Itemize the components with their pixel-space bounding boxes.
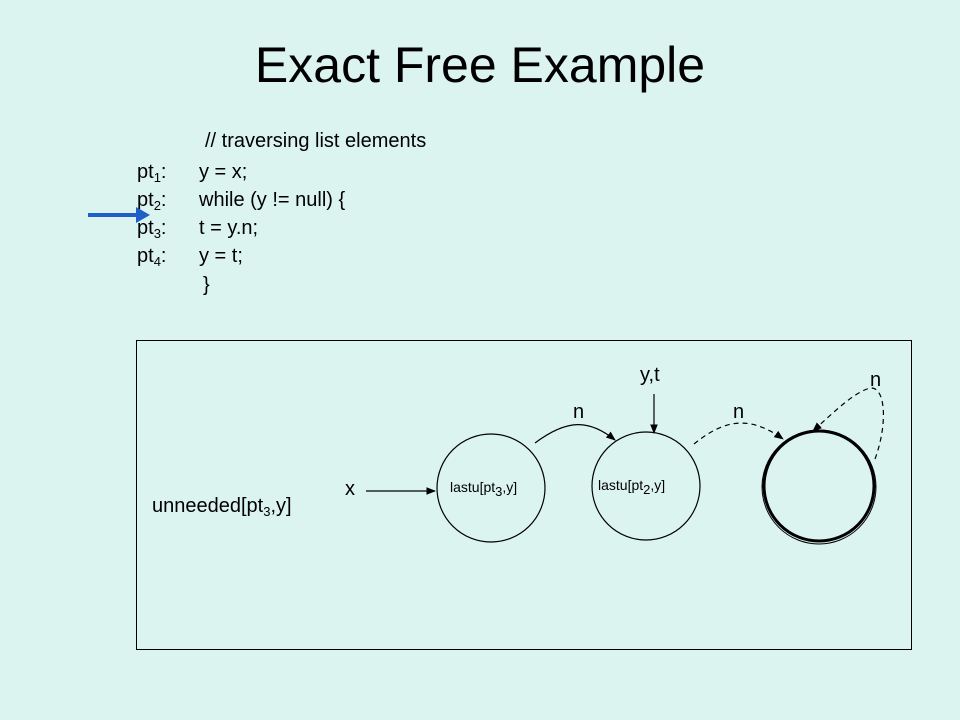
code-line-2: while (y != null) { xyxy=(199,189,346,211)
program-counter-arrow-icon xyxy=(88,207,150,223)
line-label-pt1: pt1: xyxy=(137,161,167,185)
line-label-pt2: pt2: xyxy=(137,189,167,213)
node-lastu-pt3 xyxy=(436,433,546,543)
slide-title: Exact Free Example xyxy=(254,37,706,93)
code-line-1: y = x; xyxy=(199,161,248,183)
x-label: x xyxy=(345,478,355,500)
edge-n-self-loop-label: n xyxy=(870,369,882,391)
code-line-4: y = t; xyxy=(199,245,243,267)
summary-node xyxy=(762,429,876,543)
code-listing: // traversing list elements pt1: y = x; … xyxy=(0,0,960,310)
edge-n-self-loop xyxy=(812,387,884,460)
line-label-pt4: pt4: xyxy=(137,245,167,269)
code-comment: // traversing list elements xyxy=(205,130,427,152)
code-closing-brace: } xyxy=(203,274,210,296)
edge-n-dashed xyxy=(693,422,784,445)
yt-label: y,t xyxy=(640,364,660,386)
node-lastu-pt2 xyxy=(591,431,701,541)
edge-n-solid-label: n xyxy=(573,401,585,423)
edge-n-solid xyxy=(534,424,616,444)
heap-diagram xyxy=(366,387,884,545)
node-lastu-pt3-label: lastu[pt3,y] xyxy=(450,479,518,499)
unneeded-label: unneeded[pt3,y] xyxy=(152,495,292,519)
line-label-pt3: pt3: xyxy=(137,217,167,241)
edge-n-dashed-label: n xyxy=(733,401,745,423)
node-lastu-pt2-label: lastu[pt2,y] xyxy=(598,477,666,497)
code-line-3: t = y.n; xyxy=(199,217,259,239)
heap-diagram-panel: unneeded[pt3,y] x y,t n n n lastu[pt3,y]… xyxy=(136,340,912,650)
